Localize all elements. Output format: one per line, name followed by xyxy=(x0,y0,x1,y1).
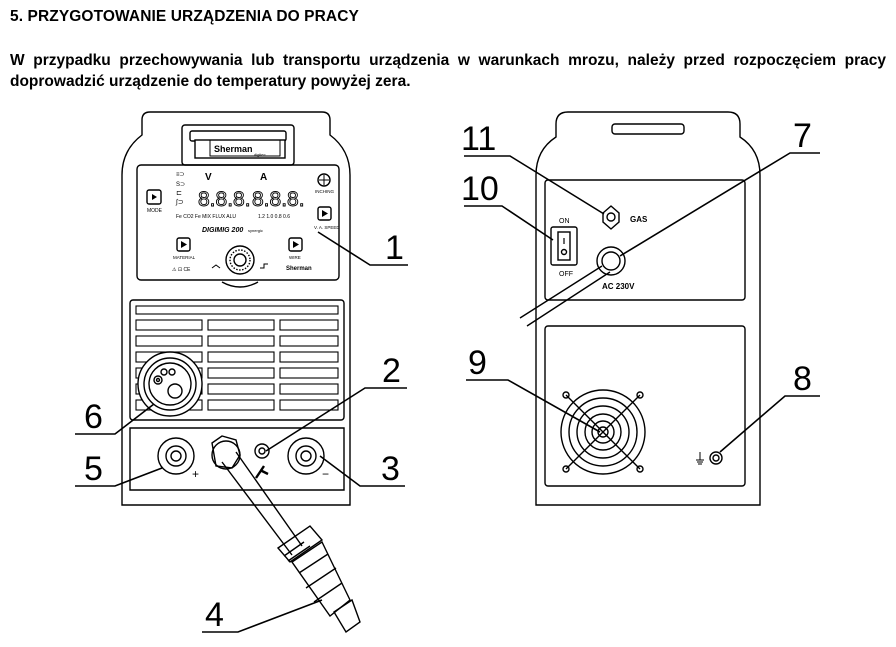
callout-4: 4 xyxy=(205,596,224,634)
model-name: DIGIMIG 200 xyxy=(202,227,243,234)
inching-icon xyxy=(319,175,329,185)
power-switch[interactable] xyxy=(550,226,578,266)
material-label: MATERIAL xyxy=(173,255,196,260)
callout-10: 10 xyxy=(461,170,499,208)
control-panel xyxy=(136,164,340,281)
callout-7: 7 xyxy=(793,117,812,155)
voltage-display: 8.8.8. xyxy=(198,188,251,211)
callout-2: 2 xyxy=(382,352,401,390)
adjust-knob[interactable] xyxy=(225,245,255,275)
wire-size-options: 1.2 1.0 0.8 0.6 xyxy=(258,214,290,220)
callout-8: 8 xyxy=(793,360,812,398)
handle-brand: Sherman xyxy=(214,144,253,154)
rear-view: ON OFF GAS AC 230V xyxy=(519,111,761,506)
section-heading: 5. PRZYGOTOWANIE URZĄDZENIA DO PRACY xyxy=(10,8,359,25)
ground-screw xyxy=(709,451,723,465)
callout-6: 6 xyxy=(84,398,103,436)
va-speed-button[interactable] xyxy=(317,206,332,221)
callout-1: 1 xyxy=(385,229,404,267)
panel-brand: Sherman xyxy=(286,266,312,272)
amp-label: A xyxy=(260,172,267,183)
plus-socket xyxy=(157,437,195,475)
mode-icon-1: ≡⊃ xyxy=(176,172,185,178)
play-icon xyxy=(293,241,299,248)
front-view: Sherman digitec MODE ≡⊃ S⊃ ⊏ ∫⊃ V A 8.8.… xyxy=(121,111,361,634)
cert-marks: ⚠ ⊡ CE xyxy=(172,267,191,273)
va-speed-label: V. A. SPEED xyxy=(314,225,340,230)
plus-sign: + xyxy=(192,467,199,481)
callout-5: 5 xyxy=(84,450,103,488)
rear-top-panel xyxy=(544,179,746,301)
mode-button[interactable] xyxy=(146,189,162,205)
play-icon xyxy=(181,241,187,248)
inching-label: INCHING xyxy=(315,189,334,194)
callout-9: 9 xyxy=(468,344,487,382)
callout-3: 3 xyxy=(381,450,400,488)
material-button[interactable] xyxy=(176,237,191,252)
mode-label: MODE xyxy=(147,208,163,214)
callout-numbers: 1 2 3 4 5 6 7 8 9 10 11 xyxy=(84,117,812,634)
volt-label: V xyxy=(205,172,212,183)
euro-socket xyxy=(137,351,203,417)
gas-label: GAS xyxy=(630,215,648,224)
fan xyxy=(560,389,646,475)
current-display: 8.8.8. xyxy=(252,188,305,211)
inching-button[interactable] xyxy=(317,173,331,187)
rear-bottom-panel xyxy=(544,325,746,487)
play-icon xyxy=(152,194,157,200)
warning-paragraph: W przypadku przechowywania lub transport… xyxy=(10,52,886,90)
callout-leaders xyxy=(75,152,820,633)
switch-off-label: OFF xyxy=(559,271,573,278)
wire-button[interactable] xyxy=(288,237,303,252)
ac-voltage-label: AC 230V xyxy=(602,282,635,291)
mode-icon-2: S⊃ xyxy=(176,182,185,188)
torch-plug xyxy=(291,540,351,618)
mode-icon-3: ⊏ xyxy=(176,190,182,197)
minus-sign: − xyxy=(322,467,329,481)
mode-icon-4: ∫⊃ xyxy=(175,199,184,206)
wire-label: WIRE xyxy=(289,255,301,260)
handle-brand-sub: digitec xyxy=(254,152,266,157)
model-suffix: synergic xyxy=(248,228,263,233)
gas-inlet xyxy=(602,205,620,230)
material-options: Fe CO2 Fe MIX FLUX ALU xyxy=(176,214,236,220)
power-cord-gland xyxy=(596,246,626,276)
callout-11: 11 xyxy=(461,120,496,158)
play-icon xyxy=(322,210,328,217)
switch-on-label: ON xyxy=(559,218,570,225)
polarity-connector xyxy=(254,443,270,459)
minus-socket xyxy=(287,437,325,475)
vent-slots xyxy=(135,305,339,411)
